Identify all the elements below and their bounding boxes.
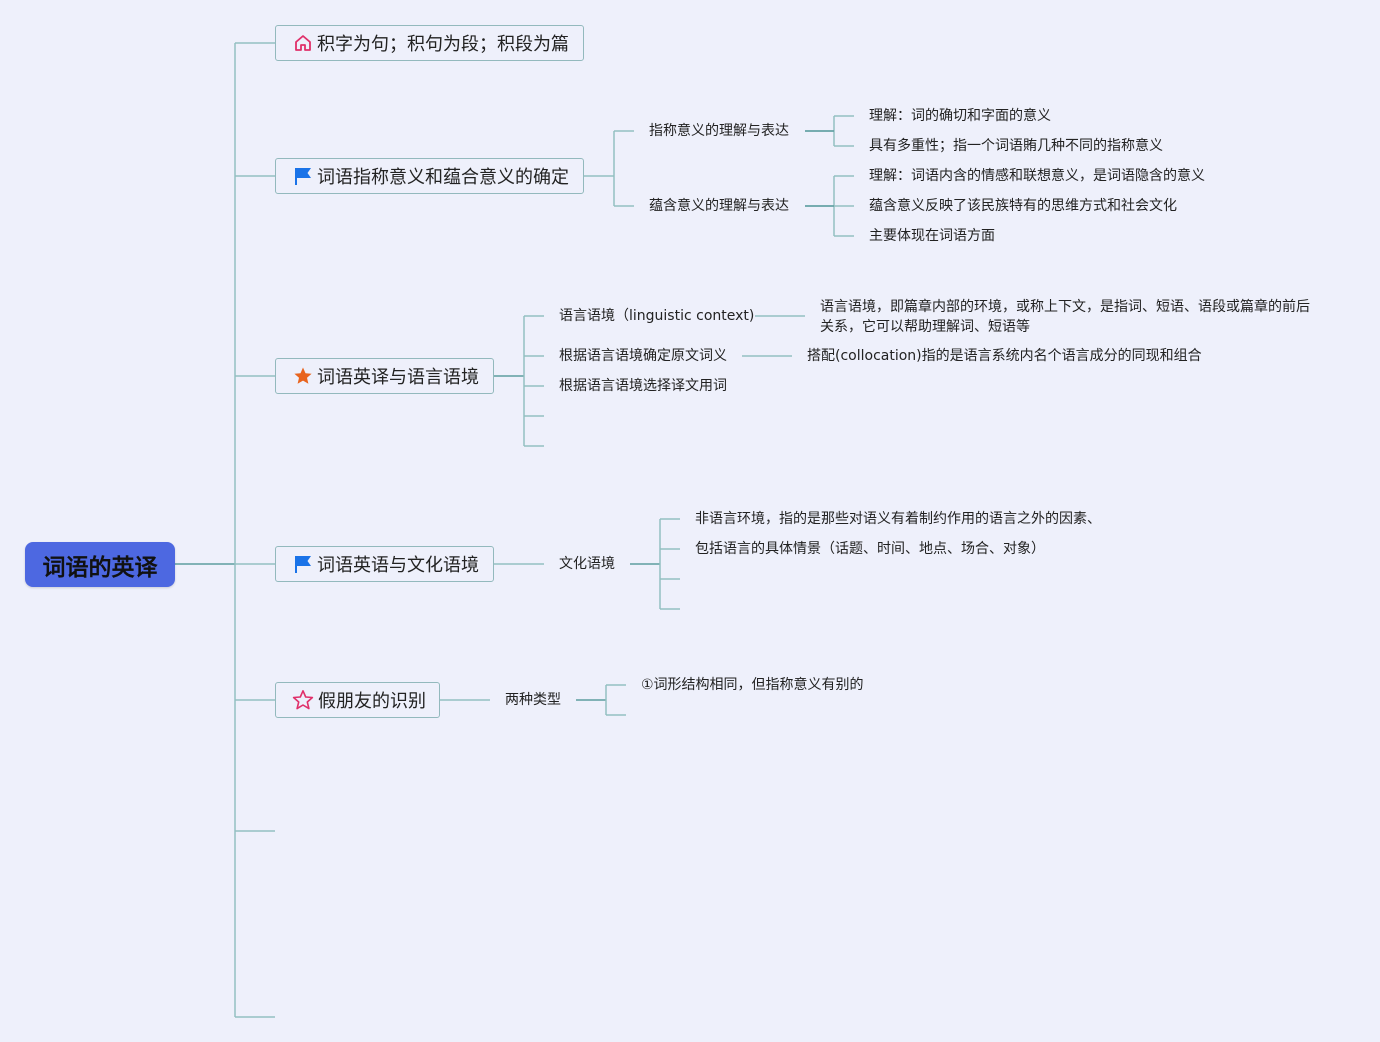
leaf-connotative-3[interactable]: 主要体现在词语方面 — [869, 228, 995, 244]
branch-topic-2-label: 词语指称意义和蕴合意义的确定 — [317, 167, 569, 188]
branch-topic-4-label: 词语英语与文化语境 — [317, 555, 479, 576]
leaf-type-1[interactable]: ①词形结构相同，但指称意义有别的 — [641, 677, 864, 693]
subtopic-linguistic-context-label: 语言语境（linguistic context) — [559, 308, 755, 324]
branch-topic-3-label: 词语英译与语言语境 — [317, 367, 479, 388]
leaf-cultural-1[interactable]: 非语言环境，指的是那些对语义有着制约作用的语言之外的因素、 — [695, 511, 1101, 527]
blue-flag-icon — [292, 165, 313, 187]
leaf-connotative-1[interactable]: 理解：词语内含的情感和联想意义，是词语隐含的意义 — [869, 168, 1205, 184]
branch-topic-5[interactable]: 假朋友的识别 — [275, 682, 440, 718]
branch-topic-1-label: 积字为句；积句为段；积段为篇 — [317, 34, 569, 55]
detail-line-1: 语言语境，即篇章内部的环境，或称上下文，是指词、短语、语段或篇章的前后 — [820, 299, 1310, 315]
detail-line-2: 关系，它可以帮助理解词、短语等 — [820, 319, 1030, 335]
subtopic-connotative-meaning[interactable]: 蕴含意义的理解与表达 — [649, 198, 789, 214]
subtopic-linguistic-context[interactable]: 语言语境（linguistic context) — [559, 307, 754, 325]
subtopic-determine-meaning[interactable]: 根据语言语境确定原文词义 — [559, 348, 727, 364]
leaf-referential-1[interactable]: 理解：词的确切和字面的意义 — [869, 108, 1051, 124]
branch-topic-4[interactable]: 词语英语与文化语境 — [275, 546, 494, 582]
subtopic-referential-meaning[interactable]: 指称意义的理解与表达 — [649, 123, 789, 139]
red-star-outline-icon — [292, 689, 314, 711]
leaf-connotative-2[interactable]: 蕴含意义反映了该民族特有的思维方式和社会文化 — [869, 198, 1177, 214]
home-icon — [292, 32, 313, 54]
subtopic-two-types[interactable]: 两种类型 — [505, 692, 561, 708]
blue-flag-icon — [292, 553, 313, 575]
leaf-linguistic-context-detail[interactable]: 语言语境，即篇章内部的环境，或称上下文，是指词、短语、语段或篇章的前后 关系，它… — [820, 297, 1310, 337]
orange-star-icon — [292, 365, 313, 387]
leaf-collocation[interactable]: 搭配(collocation)指的是语言系统内名个语言成分的同现和组合 — [807, 348, 1202, 364]
leaf-referential-2[interactable]: 具有多重性；指一个词语賄几种不同的指称意义 — [869, 138, 1163, 154]
subtopic-cultural-context[interactable]: 文化语境 — [559, 556, 615, 572]
branch-topic-2[interactable]: 词语指称意义和蕴合意义的确定 — [275, 158, 584, 194]
branch-topic-3[interactable]: 词语英译与语言语境 — [275, 358, 494, 394]
root-topic-label: 词语的英译 — [42, 554, 158, 581]
leaf-cultural-2[interactable]: 包括语言的具体情景（话题、时间、地点、场合、对象） — [695, 541, 1045, 557]
subtopic-choose-words[interactable]: 根据语言语境选择译文用词 — [559, 378, 727, 394]
root-topic[interactable]: 词语的英译 — [25, 542, 175, 587]
branch-topic-5-label: 假朋友的识别 — [318, 691, 426, 712]
branch-topic-1[interactable]: 积字为句；积句为段；积段为篇 — [275, 25, 584, 61]
